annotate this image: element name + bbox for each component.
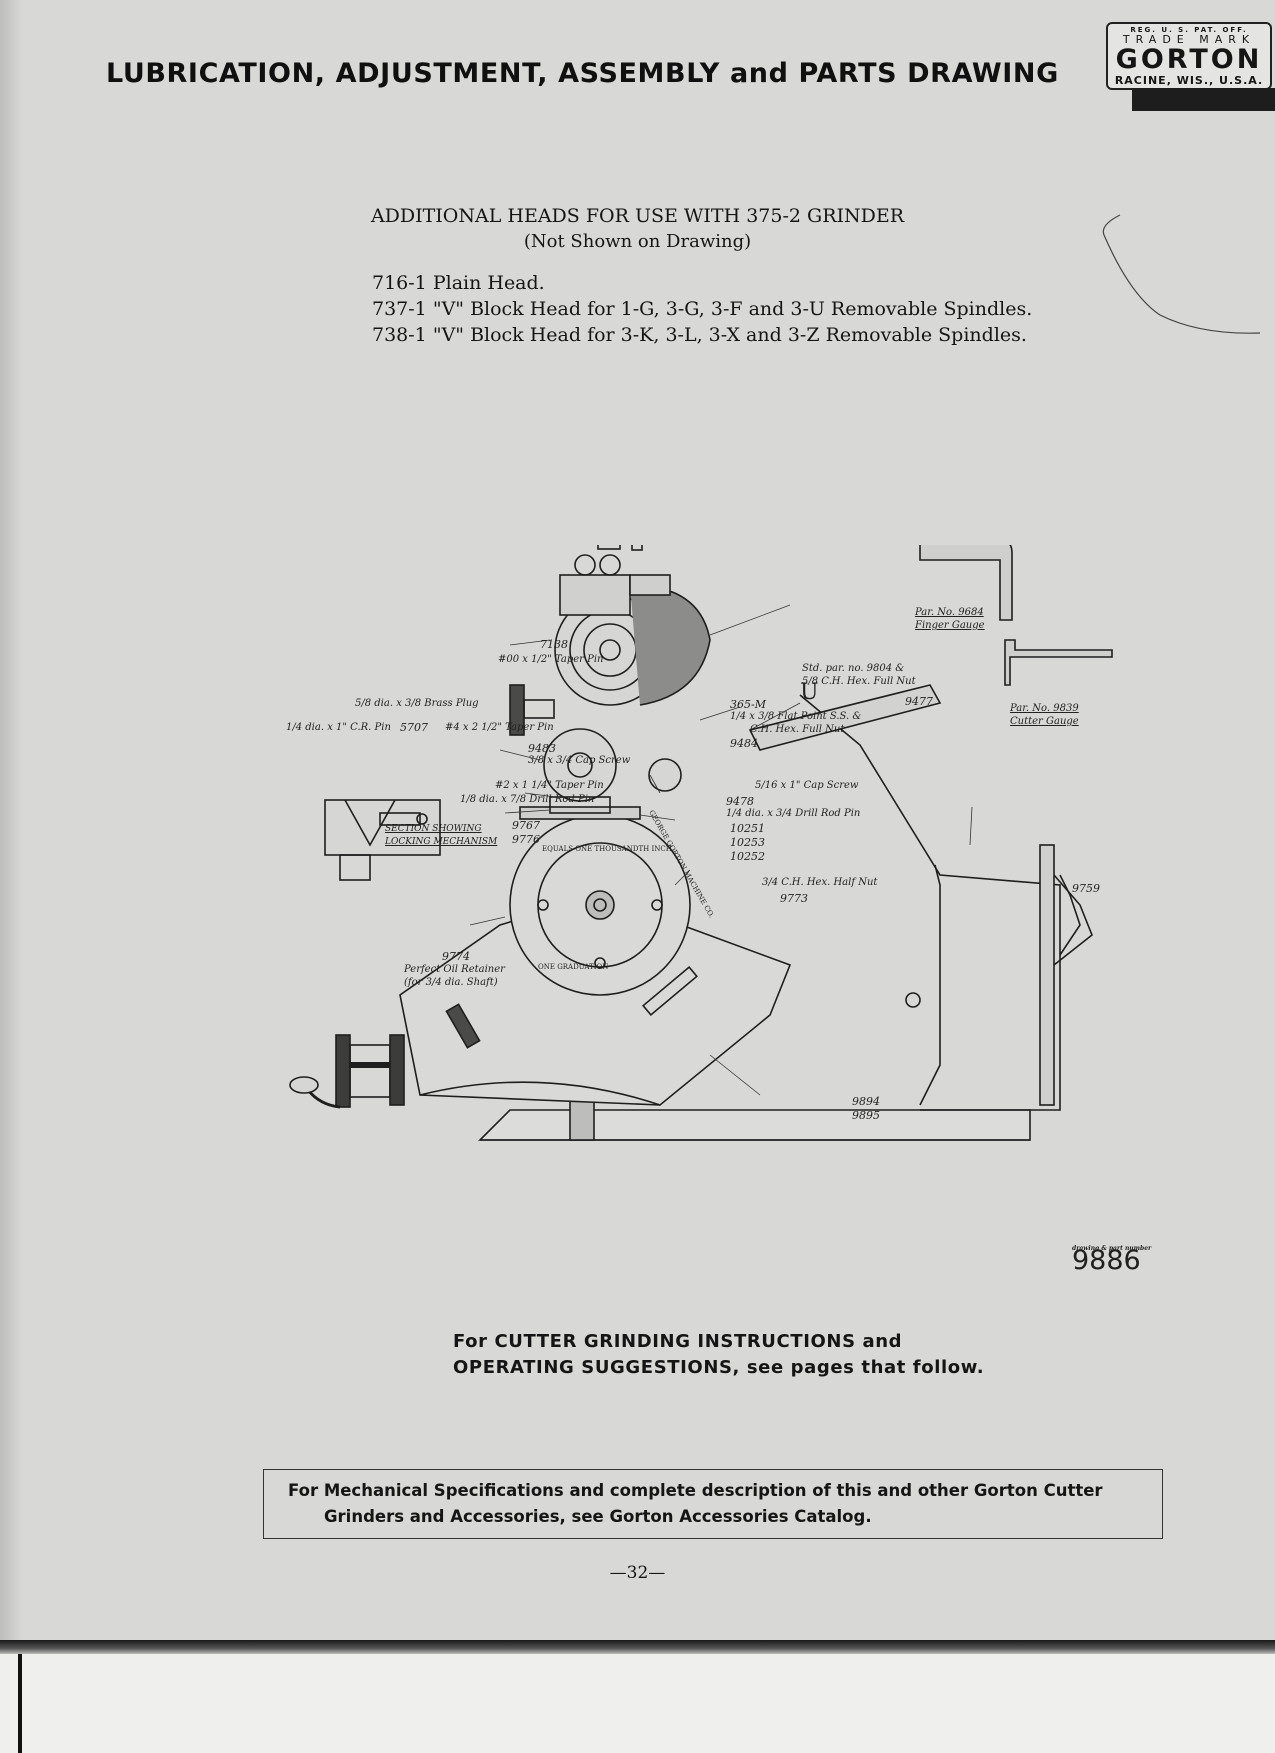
gorton-logo: REG. U. S. PAT. OFF. TRADE MARK GORTON R…: [1106, 22, 1272, 90]
part-number: 737-1: [372, 298, 427, 320]
part-9484-label: 9484: [730, 737, 758, 750]
half-nut-label: 3/4 C.H. Hex. Half Nut: [762, 877, 878, 888]
section-label-2: LOCKING MECHANISM: [385, 837, 498, 847]
part-10253-label: 10253: [730, 836, 765, 849]
u-mark-label: U: [800, 680, 819, 705]
dial-text-3: ONE GRADUATION: [538, 963, 609, 971]
page-edge-shadow: [0, 0, 22, 1640]
page-header-title: LUBRICATION, ADJUSTMENT, ASSEMBLY and PA…: [106, 58, 1059, 89]
part-description: "V" Block Head for 1-G, 3-G, 3-F and 3-U…: [432, 298, 1033, 320]
grinder-line-drawing: [289, 545, 1113, 1141]
drawing-number: 9886: [1072, 1245, 1141, 1276]
page-bottom-binding: [18, 1654, 22, 1753]
parts-drawing: Par. No. 9684 Finger Gauge Par. No. 9839…: [280, 545, 1220, 1280]
part-10252-label: 10252: [730, 850, 765, 863]
part-9894-label: 9894: [852, 1095, 880, 1108]
part-365m-label: 365-M: [730, 698, 766, 711]
finger-gauge-part-label: Par. No. 9684: [915, 607, 984, 618]
page-number: —32—: [609, 1563, 666, 1583]
part-7138-label: 7138: [540, 638, 568, 651]
shaft-label: (for 3/4 dia. Shaft): [404, 977, 498, 988]
hex-full-nut-label: C.H. Hex. Full Nut: [750, 724, 845, 735]
drill-rod-pin-1-label: 1/8 dia. x 7/8 Drill Rod Pin: [460, 794, 595, 805]
part-9776-label: 9776: [512, 833, 540, 846]
cutter-gauge-part-label: Par. No. 9839: [1010, 703, 1079, 714]
part-description: "V" Block Head for 3-K, 3-L, 3-X and 3-Z…: [432, 324, 1027, 346]
logo-trademark: TRADE MARK: [1122, 33, 1256, 46]
list-item: 738-1 "V" Block Head for 3-K, 3-L, 3-X a…: [372, 322, 1032, 348]
part-number: 738-1: [372, 324, 427, 346]
header-black-bar: [1132, 88, 1275, 111]
drawing-number-caption: drawing & part number: [1072, 1245, 1152, 1252]
catalog-reference-box: For Mechanical Specifications and comple…: [263, 1469, 1163, 1539]
nut-part-label: Std. par. no. 9804 &: [802, 663, 905, 674]
additional-heads-list: 716-1 Plain Head. 737-1 "V" Block Head f…: [372, 270, 1032, 348]
part-9759-label: 9759: [1072, 882, 1100, 895]
list-item: 737-1 "V" Block Head for 1-G, 3-G, 3-F a…: [372, 296, 1032, 322]
part-description: Plain Head.: [432, 272, 545, 294]
page-bottom-edge: [0, 1640, 1275, 1654]
part-9895-label: 9895: [852, 1109, 880, 1122]
logo-name: GORTON: [1115, 44, 1263, 75]
dial-text-1: EQUALS ONE THOUSANDTH INCH: [542, 845, 672, 853]
cutter-grinding-instructions-note: For CUTTER GRINDING INSTRUCTIONS and OPE…: [453, 1329, 984, 1381]
list-item: 716-1 Plain Head.: [372, 270, 1032, 296]
instructions-line-1: For CUTTER GRINDING INSTRUCTIONS and: [453, 1331, 903, 1352]
part-9773-label: 9773: [780, 892, 808, 905]
taper-pin-4-label: #4 x 2 1/2" Taper Pin: [445, 722, 554, 733]
part-9483-label: 9483: [528, 742, 556, 755]
part-9478-label: 9478: [726, 795, 754, 808]
cutter-gauge-label: Cutter Gauge: [1010, 716, 1079, 727]
page-bottom-background: [0, 1640, 1275, 1753]
part-9767-label: 9767: [512, 819, 540, 832]
taper-pin-00-label: #00 x 1/2" Taper Pin: [498, 654, 604, 665]
additional-heads-title: ADDITIONAL HEADS FOR USE WITH 375-2 GRIN…: [370, 205, 905, 227]
section-label-1: SECTION SHOWING: [385, 824, 482, 834]
additional-heads-subtitle: (Not Shown on Drawing): [523, 231, 752, 252]
cap-screw-2-label: 5/16 x 1" Cap Screw: [755, 780, 859, 791]
margin-pencil-arc: [1102, 214, 1261, 334]
finger-gauge-label: Finger Gauge: [915, 620, 985, 631]
part-10251-label: 10251: [730, 822, 765, 835]
cap-screw-label: 3/8 x 3/4 Cap Screw: [528, 755, 631, 766]
part-9774-label: 9774: [442, 950, 470, 963]
part-number: 716-1: [372, 272, 427, 294]
part-9477-label: 9477: [905, 695, 933, 708]
drill-rod-pin-2-label: 1/4 dia. x 3/4 Drill Rod Pin: [726, 808, 861, 819]
taper-pin-2-label: #2 x 1 1/4" Taper Pin: [495, 780, 604, 791]
nut-label: 5/8 C.H. Hex. Full Nut: [802, 676, 916, 687]
logo-registered: REG. U. S. PAT. OFF.: [1130, 26, 1248, 34]
cr-pin-label: 1/4 dia. x 1" C.R. Pin: [286, 722, 391, 733]
oil-retainer-label: Perfect Oil Retainer: [404, 964, 505, 975]
part-5707-label: 5707: [400, 721, 428, 734]
catalog-line-2: Grinders and Accessories, see Gorton Acc…: [324, 1507, 872, 1526]
brass-plug-label: 5/8 dia. x 3/8 Brass Plug: [355, 698, 479, 709]
logo-location: RACINE, WIS., U.S.A.: [1114, 74, 1264, 87]
flat-point-label: 1/4 x 3/8 Flat Point S.S. &: [730, 711, 862, 722]
catalog-line-1: For Mechanical Specifications and comple…: [288, 1481, 1103, 1500]
instructions-line-2: OPERATING SUGGESTIONS, see pages that fo…: [453, 1357, 985, 1378]
